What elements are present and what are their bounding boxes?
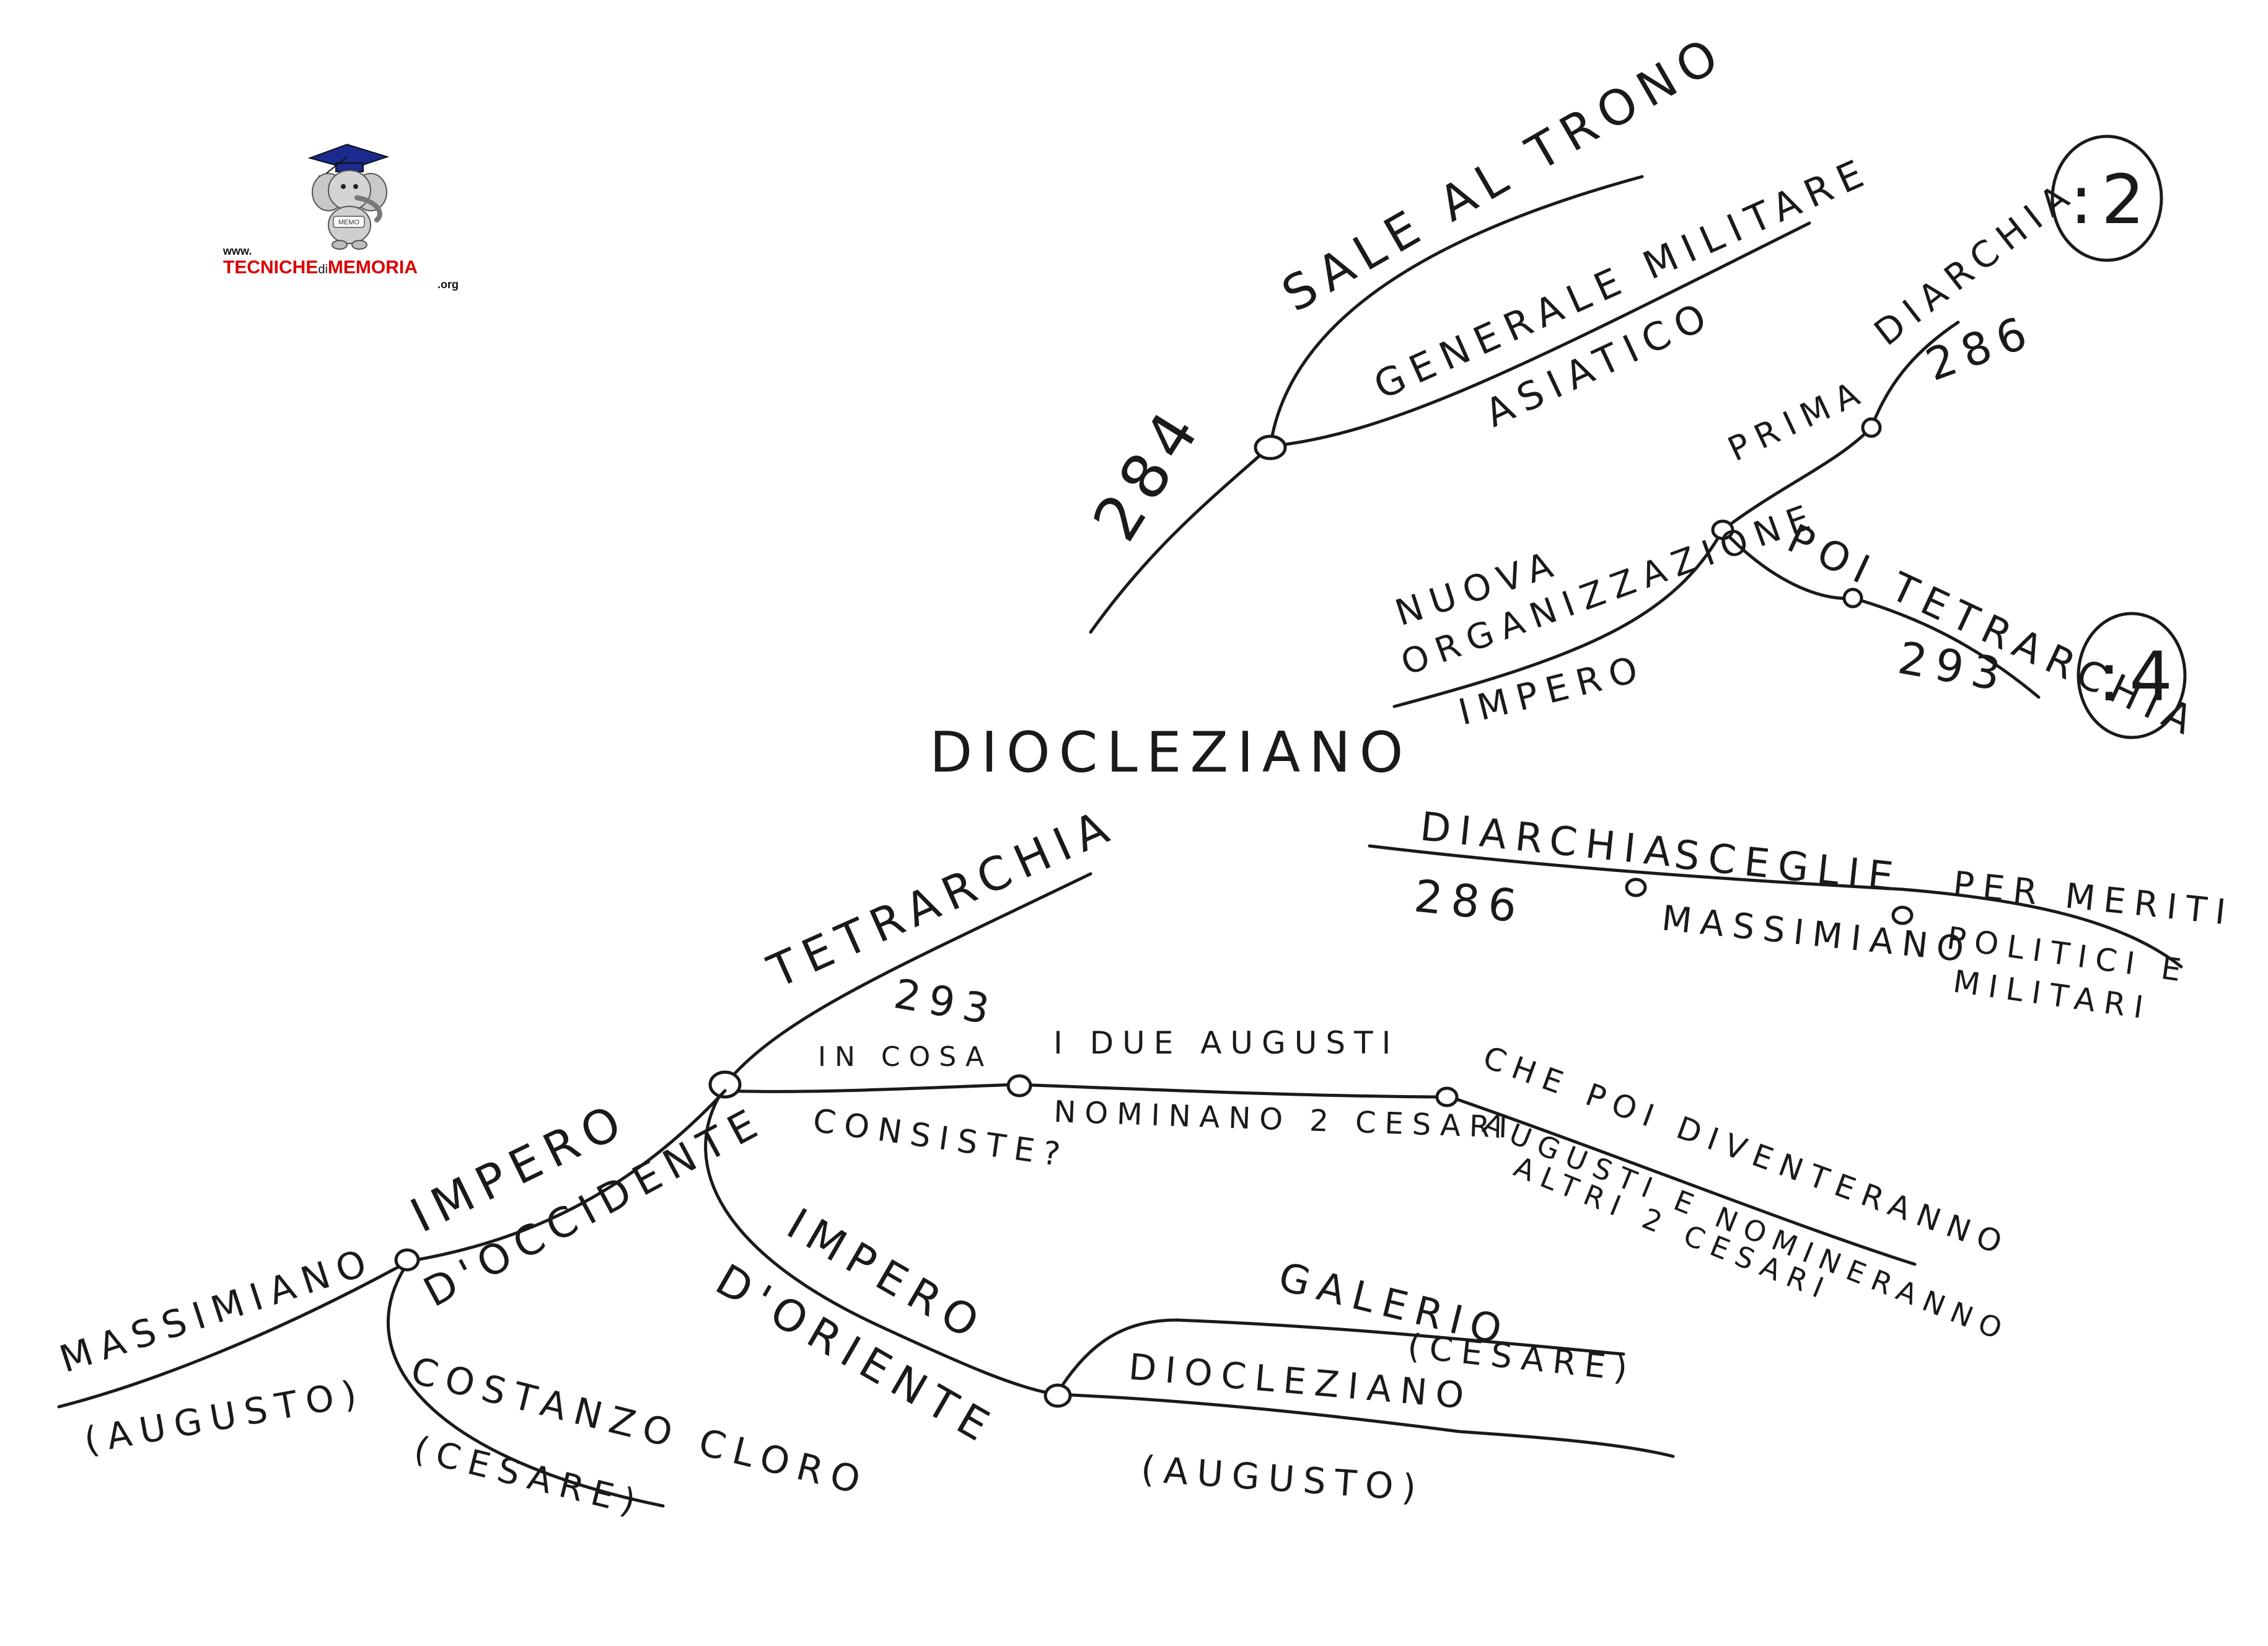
cesare-occidente-label: (CESARE) xyxy=(410,1429,648,1525)
oriente-line xyxy=(704,1095,1058,1396)
massimiano-augusto-label: MASSIMIANO xyxy=(55,1239,380,1381)
tetrarchia-main-line xyxy=(723,872,1092,1086)
tetrarchia-293-line xyxy=(1851,596,2041,699)
node-tetrarchia xyxy=(1842,588,1863,609)
massimiano-scelto-label: MASSIMIANO xyxy=(1660,898,1974,970)
sceglie-label: SCEGLIE xyxy=(1672,832,1904,901)
tecniche-di-memoria-logo[interactable]: MEMO www. TECNICHEdiMEMORIA .org xyxy=(217,133,490,294)
logo-name-di: di xyxy=(318,263,328,276)
diarchia-line xyxy=(1368,844,2183,969)
due-augusti-label: I DUE AUGUSTI xyxy=(1053,1025,1399,1061)
branch-284-main-line xyxy=(1089,444,1272,634)
central-topic-label: DIOCLEZIANO xyxy=(930,720,1412,785)
organizzazione-line xyxy=(1392,528,1725,708)
node-due-augusti xyxy=(1006,1074,1032,1098)
galerio-line xyxy=(1055,1318,1625,1396)
badge-diarchia-circle xyxy=(2050,134,2163,262)
logo-name-part2: MEMORIA xyxy=(327,257,418,278)
branch-diarchia: DIARCHIA SCEGLIE 286 MASSIMIANO PER MERI… xyxy=(1368,804,2236,1027)
mascot-badge-label: MEMO xyxy=(338,219,360,226)
prima-label: PRIMA xyxy=(1722,371,1873,469)
consiste-line xyxy=(723,1083,1917,1266)
elephant-graduate-icon: MEMO xyxy=(307,143,390,250)
in-cosa-label: IN COSA xyxy=(818,1041,993,1073)
logo-name-part1: TECNICHE xyxy=(223,257,319,278)
node-tetrarchia-main xyxy=(708,1070,742,1099)
year-284-label: 284 xyxy=(1079,392,1217,553)
branch-generale-line xyxy=(1268,221,1811,448)
node-oriente xyxy=(1044,1383,1072,1408)
consiste-label: CONSISTE? xyxy=(811,1102,1071,1174)
badge-diarchia-label: :2 xyxy=(2070,160,2153,239)
node-284 xyxy=(1254,434,1287,460)
node-occidente xyxy=(394,1248,420,1272)
massimiano-line xyxy=(57,1259,411,1409)
badge-tetrarchia-circle xyxy=(2077,612,2187,739)
node-organizzazione xyxy=(1711,519,1734,540)
branch-sale-al-trono-line xyxy=(1268,175,1644,448)
tetrarchia-title: TETRARCHIA xyxy=(760,798,1123,999)
node-che-poi xyxy=(1435,1086,1459,1107)
occidente-line xyxy=(407,1089,727,1263)
poi-tetrarchia-line xyxy=(1721,528,1855,601)
costanzo-line xyxy=(387,1259,665,1508)
diarchia-year-label: 286 xyxy=(1412,869,1527,933)
logo-name: TECNICHEdiMEMORIA xyxy=(223,257,418,278)
tetrarchia-year-label: 293 xyxy=(890,970,1001,1035)
augusto-occidente-label: (AUGUSTO) xyxy=(81,1371,369,1462)
diarchia-286-line xyxy=(1870,320,1960,429)
logo-www: www. xyxy=(223,245,252,257)
node-diarchia xyxy=(1861,417,1882,438)
logo-org: .org xyxy=(437,278,459,291)
augusto-oriente-label: (AUGUSTO) xyxy=(1140,1448,1426,1510)
node-diarchia-sceglie xyxy=(1625,878,1647,897)
prima-line xyxy=(1721,426,1873,532)
diocleziano-augusto-line xyxy=(1055,1393,1675,1458)
node-per-meriti xyxy=(1891,905,1914,925)
badge-tetrarchia-label: :4 xyxy=(2098,637,2181,716)
